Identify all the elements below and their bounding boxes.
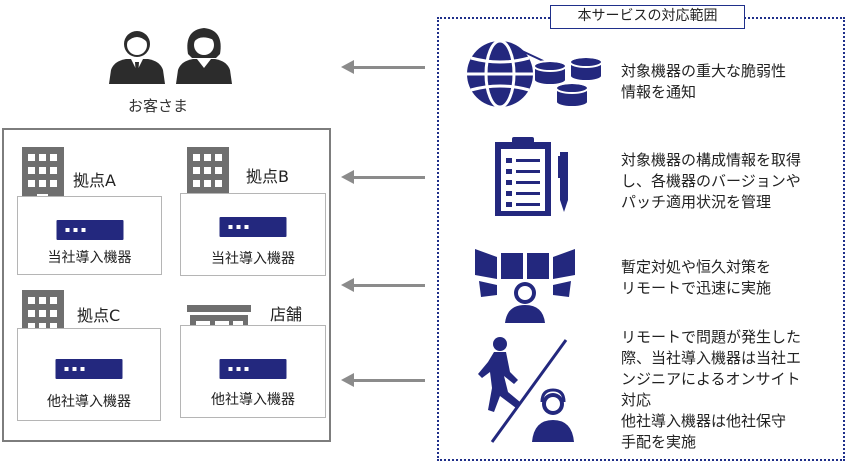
network-device-icon bbox=[219, 359, 287, 379]
arrow-to-sites bbox=[341, 170, 425, 184]
service-item-line: 他社導入機器は他社保守 bbox=[621, 412, 787, 430]
device-card-site-b: 当社導入機器 bbox=[180, 193, 326, 276]
device-label: 他社導入機器 bbox=[211, 392, 295, 408]
monitoring-operator-icon bbox=[475, 249, 575, 323]
arrow-to-customers bbox=[341, 60, 425, 74]
service-item-text: 対象機器の構成情報を取得 し、各機器のバージョンや パッチ適用状況を管理 bbox=[621, 150, 801, 213]
device-label: 他社導入機器 bbox=[47, 394, 131, 410]
site-name-store: 店舗 bbox=[270, 305, 303, 324]
service-scope-title: 本サービスの対応範囲 bbox=[550, 5, 745, 29]
service-item-line: 暫定対処や恒久対策を bbox=[621, 258, 772, 276]
customer-sites-box bbox=[2, 128, 331, 442]
device-card-store: 他社導入機器 bbox=[180, 325, 326, 418]
service-item-line: リモートで問題が発生した bbox=[621, 328, 802, 346]
device-card-site-c: 他社導入機器 bbox=[17, 328, 161, 421]
service-item-line: し、各機器のバージョンや bbox=[621, 172, 801, 190]
checklist-clipboard-icon bbox=[495, 137, 568, 216]
service-item-line: 対象機器の重大な脆弱性 bbox=[621, 62, 787, 80]
customer-man-icon bbox=[109, 31, 165, 84]
site-name-b: 拠点B bbox=[246, 167, 289, 186]
site-name-a: 拠点A bbox=[73, 171, 116, 190]
service-item-line: 対応 bbox=[621, 391, 652, 409]
network-database-icon bbox=[467, 39, 603, 109]
device-label: 当社導入機器 bbox=[211, 251, 295, 267]
service-item-line: リモートで迅速に実施 bbox=[621, 279, 772, 297]
arrow-to-sites bbox=[341, 278, 425, 292]
service-item-text: 対象機器の重大な脆弱性 情報を通知 bbox=[621, 61, 786, 103]
service-item-text: リモートで問題が発生した 際、当社導入機器は当社エ ンジニアによるオンサイト 対… bbox=[621, 327, 801, 453]
arrow-to-sites bbox=[341, 373, 425, 387]
network-device-icon bbox=[219, 217, 287, 237]
service-item-line: パッチ適用状況を管理 bbox=[621, 193, 772, 211]
device-card-site-a: 当社導入機器 bbox=[17, 196, 162, 275]
service-item-line: 際、当社導入機器は当社エ bbox=[621, 349, 802, 367]
service-item-line: 対象機器の構成情報を取得 bbox=[621, 151, 802, 169]
service-item-line: 手配を実施 bbox=[621, 433, 697, 451]
service-item-line: ンジニアによるオンサイト bbox=[621, 370, 801, 388]
customer-woman-icon bbox=[176, 28, 232, 84]
service-item-line: 情報を通知 bbox=[621, 83, 697, 101]
network-device-icon bbox=[55, 359, 123, 379]
device-label: 当社導入機器 bbox=[47, 250, 132, 266]
onsite-support-icon bbox=[478, 337, 574, 443]
network-device-icon bbox=[56, 220, 123, 240]
service-item-text: 暫定対処や恒久対策を リモートで迅速に実施 bbox=[621, 257, 771, 299]
customers-label: お客さま bbox=[128, 97, 189, 115]
site-name-c: 拠点C bbox=[77, 306, 121, 325]
